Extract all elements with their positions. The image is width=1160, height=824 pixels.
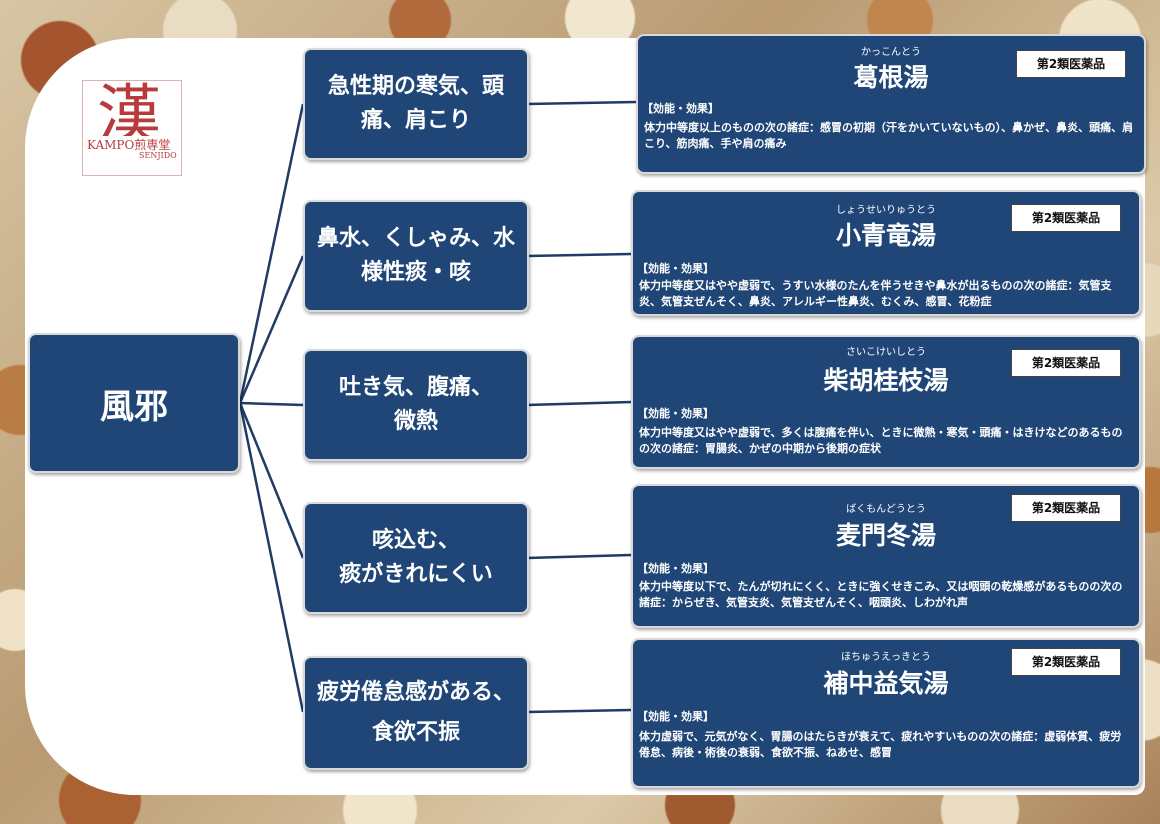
medicine-4-name: 麦門冬湯 <box>835 521 936 550</box>
symptom-node-2: 鼻水、くしゃみ、水 様性痰・咳 <box>303 200 529 312</box>
root-label: 風邪 <box>100 386 168 427</box>
medicine-4-category-badge: 第2類医薬品 <box>1011 494 1121 522</box>
medicine-4-effect-header: 【効能・効果】 <box>637 562 714 575</box>
connector-root-sym5 <box>238 402 305 713</box>
symptom-1-line-2: 痛、肩こり <box>360 108 471 133</box>
medicine-card-4: ばくもんどうとう 麦門冬湯 第2類医薬品 【効能・効果】 体力中等度以下で、たん… <box>631 484 1141 628</box>
symptom-2-line-1: 鼻水、くしゃみ、水 <box>316 226 515 251</box>
root-node-cold: 風邪 <box>28 333 240 473</box>
medicine-card-2: しょうせいりゅうとう 小青竜湯 第2類医薬品 【効能・効果】 体力中等度又はやや… <box>631 190 1141 316</box>
medicine-1-reading: かっこんとう <box>861 47 921 58</box>
connector-root-sym1 <box>238 103 305 404</box>
medicine-1-description: 体力中等度以上のものの次の諸症：感冒の初期（汗をかいていないもの）、鼻かぜ、鼻炎… <box>644 121 1134 150</box>
symptom-5-line-1: 疲労倦怠感がある、 <box>316 680 515 705</box>
medicine-2-effect-header: 【効能・効果】 <box>637 262 714 275</box>
medicine-card-3: さいこけいしとう 柴胡桂枝湯 第2類医薬品 【効能・効果】 体力中等度又はやや虚… <box>631 335 1141 469</box>
medicine-card-1: かっこんとう 葛根湯 第2類医薬品 【効能・効果】 体力中等度以上のものの次の諸… <box>636 34 1146 174</box>
symptom-2-line-2: 様性痰・咳 <box>360 260 471 285</box>
symptom-5-line-2: 食欲不振 <box>371 720 460 745</box>
medicine-2-name: 小青竜湯 <box>835 221 936 250</box>
medicine-5-description: 体力虚弱で、元気がなく、胃腸のはたらきが衰えて、疲れやすいものの次の諸症：虚弱体… <box>639 730 1122 759</box>
logo-sub: SENJIDO <box>139 151 177 160</box>
symptom-3-line-2: 微熱 <box>393 409 438 434</box>
medicine-5-reading: ほちゅうえっきとう <box>841 652 931 663</box>
connector-sym5-med5 <box>526 708 632 714</box>
kampo-senjido-logo: 漢 KAMPO煎専堂 SENJIDO <box>82 80 182 176</box>
medicine-5-name: 補中益気湯 <box>823 669 949 698</box>
connector-sym3-med3 <box>526 400 632 407</box>
medicine-1-name: 葛根湯 <box>853 63 929 92</box>
medicine-4-reading: ばくもんどうとう <box>846 504 926 515</box>
medicine-2-category-badge: 第2類医薬品 <box>1011 204 1121 232</box>
symptom-node-3: 吐き気、腹痛、 微熱 <box>303 349 529 461</box>
logo-brand: KAMPO煎専堂 <box>87 136 171 153</box>
symptom-1-line-1: 急性期の寒気、頭 <box>327 74 504 99</box>
medicine-2-description: 体力中等度又はやや虚弱で、うすい水様のたんを伴うせきや鼻水が出るものの次の諸症：… <box>639 279 1112 308</box>
medicine-5-category-badge: 第2類医薬品 <box>1011 648 1121 676</box>
connector-root-sym4 <box>238 402 305 559</box>
connector-sym2-med2 <box>526 252 632 258</box>
medicine-card-5: ほちゅうえっきとう 補中益気湯 第2類医薬品 【効能・効果】 体力虚弱で、元気が… <box>631 638 1141 788</box>
symptom-4-line-1: 咳込む、 <box>371 528 460 553</box>
medicine-5-effect-header: 【効能・効果】 <box>637 710 714 723</box>
medicine-3-name: 柴胡桂枝湯 <box>823 366 949 395</box>
connector-sym1-med1 <box>526 100 637 106</box>
connector-sym4-med4 <box>526 553 632 560</box>
symptom-node-4: 咳込む、 痰がきれにくい <box>303 502 529 614</box>
medicine-1-effect-header: 【効能・効果】 <box>642 102 719 115</box>
medicine-4-description: 体力中等度以下で、たんが切れにくく、ときに強くせきこみ、又は咽頭の乾燥感があるも… <box>639 580 1123 609</box>
medicine-3-reading: さいこけいしとう <box>846 347 926 358</box>
medicine-1-category-badge: 第2類医薬品 <box>1016 50 1126 78</box>
symptom-node-5: 疲労倦怠感がある、 食欲不振 <box>303 656 529 770</box>
medicine-3-category-badge: 第2類医薬品 <box>1011 349 1121 377</box>
connector-root-sym2 <box>238 255 305 404</box>
symptom-node-1: 急性期の寒気、頭 痛、肩こり <box>303 48 529 160</box>
medicine-3-effect-header: 【効能・効果】 <box>637 407 714 420</box>
medicine-3-description: 体力中等度又はやや虚弱で、多くは腹痛を伴い、ときに微熱・寒気・頭痛・はきけなどの… <box>639 426 1123 455</box>
symptom-3-line-1: 吐き気、腹痛、 <box>338 375 493 400</box>
medicine-2-reading: しょうせいりゅうとう <box>836 205 936 216</box>
symptom-4-line-2: 痰がきれにくい <box>339 562 493 587</box>
connector-root-sym3 <box>239 401 304 407</box>
